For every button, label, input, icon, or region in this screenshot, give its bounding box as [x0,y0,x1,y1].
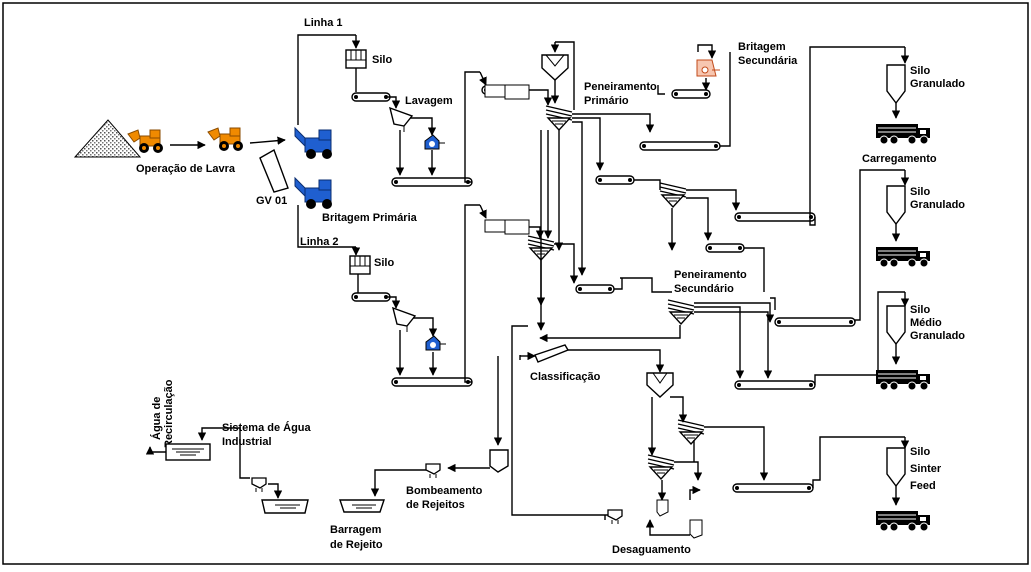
conveyor-fines-2 [575,284,615,294]
washer-line1-icon [389,107,413,133]
barragem-label-1: Barragem [330,524,382,536]
conveyor-sinter [732,483,814,493]
secondary-screen-2-icon [667,299,695,325]
silo-granulado-2-label-b: Granulado [910,199,965,211]
pump-line2-icon [425,335,447,351]
hopper-line2-icon [484,219,506,233]
silo-line2-icon [349,255,371,275]
dewatering-screen-1-icon [677,419,705,445]
linha1-label: Linha 1 [304,17,343,29]
truck-2-icon [875,246,931,268]
dump-truck-icon [207,127,244,152]
silo-line2-label: Silo [374,257,394,269]
agua-recirculacao-label-2: Recirculação [163,379,175,448]
truck-4-icon [875,510,931,532]
water-pump-icon [251,477,267,493]
conveyor-line2-b [391,377,473,387]
conveyor-granulado-1 [734,212,816,222]
silo-medio-label-c: Granulado [910,330,965,342]
operacao-label: Operação de Lavra [136,163,236,175]
conveyor-fines-1 [595,175,635,185]
primary-screen-1-icon [545,105,573,131]
conveyor-secondary-crusher [671,89,711,99]
secondary-crusher-icon [696,59,720,77]
peneiramento-primario-label-1: Peneiramento [584,81,657,93]
hopper-line1-icon [484,84,506,98]
britagem-primaria-label: Britagem Primária [322,212,418,224]
washer-line2-icon [392,307,416,333]
water-system-tank-icon [165,443,211,461]
primary-screen-hopper-icon [541,54,569,81]
conveyor-to-crusher [639,141,721,151]
tailings-thickener-icon [489,449,509,473]
silo-granulado-1-label-a: Silo [910,65,930,77]
classificacao-label: Classificação [530,371,601,383]
truck-1-icon [875,123,931,145]
silo-line1-label: Silo [372,54,392,66]
lavagem-label: Lavagem [405,95,453,107]
gv01-label: GV 01 [256,195,287,207]
primary-crusher-1-icon [294,127,333,160]
dewatering-cyclone-icon [656,499,669,517]
silo-sinter-label-c: Feed [910,480,936,492]
sistema-agua-label-2: Industrial [222,436,272,448]
silo-medio-label-b: Médio [910,317,942,329]
dewatering-screen-2-icon [647,454,675,480]
silo-sinter-label-a: Silo [910,446,930,458]
silo-granulado-1-icon [886,64,906,104]
desaguamento-hopper-icon [646,372,674,398]
tailings-pump-icon [425,463,441,479]
conveyor-line1-b [391,177,473,187]
tailings-dam-icon [339,499,385,513]
conveyor-mid-1 [705,243,745,253]
bombeamento-label-1: Bombeamento [406,485,483,497]
conveyor-granulado-2 [774,317,856,327]
sistema-agua-label-1: Sistema de Água [222,421,312,434]
silo-sinter-icon [886,447,906,487]
dewatering-sump-icon [689,519,703,539]
dewatering-pump-icon [607,509,623,525]
peneiramento-primario-label-2: Primário [584,95,629,107]
conveyor-line2-a [351,292,391,302]
pump-line1-icon [424,134,446,150]
silo-granulado-2-label-a: Silo [910,186,930,198]
agua-recirculacao-label-1: Água de [150,397,163,440]
carregamento-label: Carregamento [862,153,937,165]
gv01-feeder-icon [259,148,289,193]
silo-granulado-1-label-b: Granulado [910,78,965,90]
silo-medio-icon [886,305,906,345]
britagem-secundaria-label-1: Britagem [738,41,786,53]
linha2-label: Linha 2 [300,236,339,248]
silo-sinter-label-b: Sinter [910,463,942,475]
truck-3-icon [875,369,931,391]
ore-pile-icon [73,119,142,158]
bombeamento-label-2: de Rejeitos [406,499,465,511]
britagem-secundaria-label-2: Secundária [738,55,798,67]
barragem-label-2: de Rejeito [330,539,383,551]
water-pond-icon [261,499,309,514]
conveyor-medio [734,380,816,390]
silo-line1-icon [345,49,367,69]
secondary-screen-1-icon [659,182,687,208]
silo-medio-label-a: Silo [910,304,930,316]
peneiramento-secundario-label-1: Peneiramento [674,269,747,281]
primary-crusher-2-icon [294,177,333,210]
peneiramento-secundario-label-2: Secundário [674,283,734,295]
desaguamento-label: Desaguamento [612,544,691,556]
classifier-icon [534,344,570,363]
silo-granulado-2-icon [886,185,906,225]
conveyor-line1-a [351,92,391,102]
